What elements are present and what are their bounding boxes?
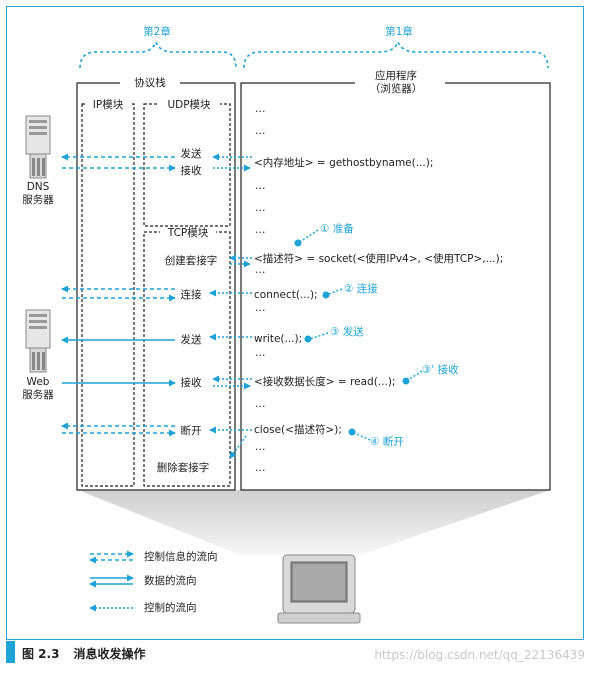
figure-number: 图 2.3 (22, 647, 60, 661)
chapter2-brace (79, 39, 237, 69)
step2-pointer (325, 288, 343, 296)
close-call: close(<描述符>); (254, 424, 342, 436)
legend-control: 控制的流向 (144, 602, 197, 614)
chapter1-brace (243, 39, 549, 69)
figure-title: 消息收发操作 (73, 647, 146, 661)
step3-dot (304, 335, 312, 343)
app-title: 应用程序 (375, 70, 417, 82)
udp-send-label: 发送 (180, 148, 202, 160)
udp-module-label: UDP模块 (167, 99, 211, 111)
step4-label: ④ 断开 (370, 436, 404, 448)
read-call: <接收数据长度> = read(...); (254, 376, 396, 388)
app-ellipsis: … (255, 202, 266, 214)
step1-label: ① 准备 (320, 223, 354, 235)
delete-socket-label: 删除套接字 (156, 462, 210, 474)
connect-label: 连接 (180, 289, 202, 301)
figure-caption: 图 2.3 消息收发操作 (22, 645, 159, 662)
gethostbyname-call: <内存地址> = gethostbyname(...); (254, 157, 434, 169)
app-ellipsis: … (255, 347, 266, 359)
chapter1-label: 第1章 (385, 26, 413, 38)
projection-cone (78, 490, 550, 555)
step3-label: ③ 发送 (330, 326, 364, 338)
step3p-label: ③' 接收 (422, 364, 459, 376)
app-ellipsis: … (255, 125, 266, 137)
dns-server-label: DNS (26, 181, 50, 193)
protocol-stack-box (76, 82, 236, 491)
step1-dot (294, 239, 302, 247)
socket-call: <描述符> = socket(<使用IPv4>, <使用TCP>,...); (254, 253, 504, 265)
udp-recv-label: 接收 (180, 165, 202, 177)
caption-marker (6, 641, 15, 663)
dns-server-label-2: 服务器 (22, 194, 54, 206)
disconnect-label: 断开 (180, 425, 202, 437)
app-ellipsis: … (255, 180, 266, 192)
write-call: write(...); (254, 333, 303, 345)
ip-module-label: IP模块 (92, 99, 124, 111)
protocol-stack-title: 协议栈 (134, 77, 166, 89)
ip-module-box (81, 103, 135, 487)
close-to-delete-arrow (229, 435, 247, 459)
web-server-label: Web (26, 376, 50, 388)
step3p-pointer (407, 370, 423, 381)
tcp-recv-label: 接收 (180, 377, 202, 389)
step3-pointer (309, 332, 329, 340)
step2-label: ② 连接 (344, 283, 378, 295)
step2-dot (322, 291, 330, 299)
watermark: https://blog.csdn.net/qq_22136439 (374, 648, 585, 662)
web-server-label-2: 服务器 (22, 389, 54, 401)
app-ellipsis: … (255, 224, 266, 236)
tcp-send-label: 发送 (180, 334, 202, 346)
application-box (240, 82, 551, 491)
web-server-icon (25, 309, 51, 373)
legend-data: 数据的流向 (144, 575, 197, 587)
tcp-module-label: TCP模块 (167, 227, 209, 239)
dns-server-icon (25, 115, 51, 179)
app-ellipsis: … (255, 441, 266, 453)
app-ellipsis: … (255, 103, 266, 115)
app-ellipsis: … (255, 462, 266, 474)
step3p-dot (402, 377, 410, 385)
tcp-module-box (143, 231, 231, 487)
app-ellipsis: … (255, 264, 266, 276)
create-socket-label: 创建套接字 (164, 255, 218, 267)
app-ellipsis: … (255, 398, 266, 410)
legend-control-info: 控制信息的流向 (144, 551, 218, 563)
chapter2-label: 第2章 (143, 26, 171, 38)
computer-icon (277, 554, 361, 624)
app-ellipsis: … (255, 302, 266, 314)
step4-dot (348, 428, 356, 436)
figure-frame (6, 6, 584, 640)
connect-call: connect(...); (254, 289, 318, 301)
app-subtitle: （浏览器） (369, 83, 423, 95)
